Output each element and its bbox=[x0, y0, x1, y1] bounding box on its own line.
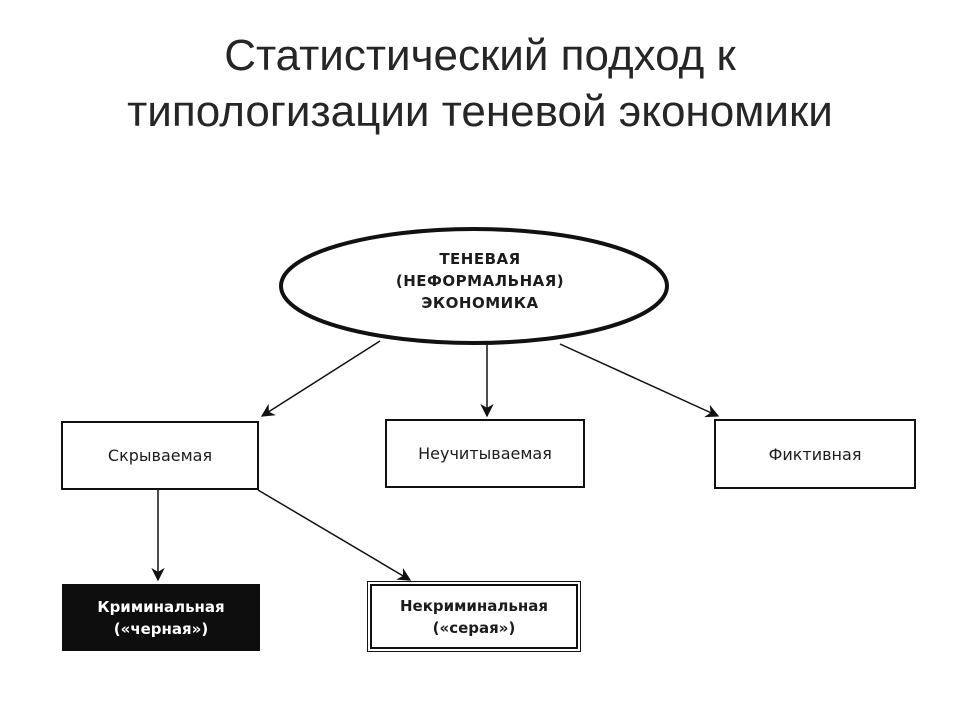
node-unrecorded-label: Неучитываемая bbox=[418, 444, 552, 463]
node-hidden-label: Скрываемая bbox=[107, 446, 213, 465]
node-criminal: Криминальная («черная») bbox=[62, 584, 260, 651]
root-label-line-3: ЭКОНОМИКА bbox=[421, 294, 539, 312]
root-ellipse bbox=[279, 227, 669, 345]
node-fictitious-label: Фиктивная bbox=[768, 444, 862, 464]
node-hidden: Скрываемая bbox=[61, 421, 259, 490]
node-criminal-line-1: Криминальная bbox=[97, 597, 225, 616]
node-criminal-line-2: («черная») bbox=[113, 619, 209, 638]
node-unrecorded: Неучитываемая bbox=[385, 419, 585, 488]
node-noncriminal-line-2: («серая») bbox=[432, 618, 516, 637]
root-node-label: ТЕНЕВАЯ (НЕФОРМАЛЬНАЯ) ЭКОНОМИКА bbox=[330, 248, 630, 314]
node-noncriminal-line-1: Некриминальная bbox=[399, 596, 548, 615]
root-label-line-2: (НЕФОРМАЛЬНАЯ) bbox=[395, 272, 565, 290]
arrow-hidden-to-noncriminal bbox=[257, 489, 412, 581]
root-label-line-1: ТЕНЕВАЯ bbox=[439, 250, 521, 268]
node-fictitious: Фиктивная bbox=[714, 419, 916, 489]
arrow-root-to-fictitious bbox=[559, 343, 720, 418]
slide-title-line-2: типологизации теневой экономики bbox=[127, 87, 833, 136]
slide-title-line-1: Статистический подход к bbox=[224, 31, 736, 80]
node-noncriminal: Некриминальная («серая») bbox=[367, 581, 581, 652]
slide-title: Статистический подход к типологизации те… bbox=[0, 28, 960, 140]
arrow-root-to-hidden bbox=[260, 340, 381, 417]
